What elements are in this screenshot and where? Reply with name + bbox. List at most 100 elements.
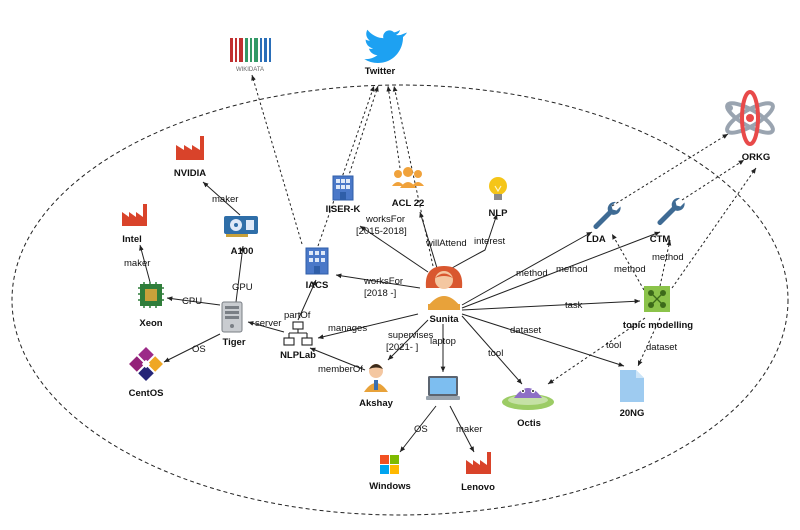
twitter-node: Twitter xyxy=(364,29,408,77)
label-method-2: method xyxy=(556,264,588,275)
lda-node: LDA xyxy=(586,201,621,245)
lightbulb-icon xyxy=(489,177,507,200)
edge-maker-a100 xyxy=(202,181,241,216)
octis-label: Octis xyxy=(517,418,541,429)
edge-lda-orkg xyxy=(611,133,729,207)
edge-topic-orkg xyxy=(671,167,757,289)
alien-ufo-icon xyxy=(502,388,554,410)
centos-label: CentOS xyxy=(129,388,164,399)
sunita-label: Sunita xyxy=(429,314,459,325)
building-icon xyxy=(305,247,329,275)
nlp-label: NLP xyxy=(489,208,509,219)
windows-logo-icon xyxy=(380,455,399,474)
tiger-label: Tiger xyxy=(222,337,245,348)
label-task: task xyxy=(565,300,583,311)
wrench-icon xyxy=(657,197,685,225)
label-willattend: willAttend xyxy=(425,238,467,249)
edge-worksfor-iiser xyxy=(359,225,429,273)
orkg-atom-logo xyxy=(725,90,775,146)
label-tool-1: tool xyxy=(488,348,503,359)
iiser-label: IISER-K xyxy=(326,204,361,215)
akshay-label: Akshay xyxy=(359,398,394,409)
iacs-node: IACS xyxy=(305,247,329,291)
intel-label: Intel xyxy=(122,234,142,245)
label-dataset-1: dataset xyxy=(510,325,542,336)
label-tool-2: tool xyxy=(606,340,621,351)
wrench-icon xyxy=(593,201,621,229)
label-method-3: method xyxy=(614,264,646,275)
edge-tool xyxy=(461,315,523,385)
acl-label: ACL 22 xyxy=(392,198,425,209)
graph-boundary xyxy=(11,84,789,516)
label-cpu: CPU xyxy=(182,296,202,307)
man-avatar-icon xyxy=(364,364,388,392)
factory-icon xyxy=(122,204,147,226)
wikidata-wordmark: WIKIDATA xyxy=(236,67,264,73)
edge-interest xyxy=(451,213,498,269)
edge-dataset xyxy=(461,313,625,367)
building-icon xyxy=(332,175,354,201)
nlplab-label: NLPLab xyxy=(280,350,316,361)
label-dataset-2: dataset xyxy=(646,342,678,353)
edge-method-ctm xyxy=(461,231,661,309)
edge-maker-xeon xyxy=(139,244,151,283)
a100-label: A100 xyxy=(231,246,254,257)
topic-node: topic modelling xyxy=(623,286,693,331)
edge-wikidata xyxy=(251,74,303,245)
ng20-node: 20NG xyxy=(620,370,644,419)
network-icon xyxy=(283,321,313,346)
factory-icon xyxy=(176,136,204,160)
nlp-node: NLP xyxy=(489,177,509,219)
ctm-node: CTM xyxy=(650,197,685,245)
label-worksfor-1-dates: [2015-2018] xyxy=(356,226,407,237)
edge-topic-20ng xyxy=(637,317,661,367)
orkg-node: ORKG xyxy=(725,90,775,163)
edge-gpu xyxy=(235,245,245,303)
edge-sunita-twitter xyxy=(392,85,434,267)
label-gpu: GPU xyxy=(232,282,253,293)
label-worksfor-1: worksFor xyxy=(365,214,405,225)
nvidia-label: NVIDIA xyxy=(174,168,206,179)
label-maker-a100: maker xyxy=(212,194,238,205)
edge-partof xyxy=(297,279,317,321)
edge-server xyxy=(247,321,285,333)
label-os-laptop: OS xyxy=(414,424,428,435)
label-maker-xeon: maker xyxy=(124,258,150,269)
twitter-bird-icon xyxy=(364,29,408,63)
edge-iacs-twitter xyxy=(317,85,375,247)
people-group-icon xyxy=(392,167,424,188)
edge-topic-lda xyxy=(611,233,645,291)
label-supervises-dates: [2021- ] xyxy=(386,342,418,353)
label-worksfor-2-dates: [2018 -] xyxy=(364,288,396,299)
xeon-label: Xeon xyxy=(139,318,162,329)
iacs-label: IACS xyxy=(306,280,329,291)
label-os-tiger: OS xyxy=(192,344,206,355)
windows-node: Windows xyxy=(369,455,411,492)
lenovo-node: Lenovo xyxy=(461,452,495,493)
laptop-icon xyxy=(426,376,460,400)
edge-worksfor-iacs xyxy=(335,273,421,289)
akshay-node: Akshay xyxy=(359,364,394,409)
centos-node: CentOS xyxy=(129,347,164,399)
edge-task xyxy=(461,298,641,311)
label-server: server xyxy=(255,318,281,329)
edge-cpu xyxy=(166,296,221,306)
edge-method-lda xyxy=(461,231,593,306)
factory-icon xyxy=(466,452,491,474)
label-maker-laptop: maker xyxy=(456,424,482,435)
sunita-node: Sunita xyxy=(425,266,463,325)
lenovo-label: Lenovo xyxy=(461,482,495,493)
edge-iiser-twitter xyxy=(347,85,379,179)
server-tower-icon xyxy=(221,301,243,333)
edge-ctm-orkg xyxy=(681,159,745,201)
edge-os-tiger xyxy=(163,333,221,363)
intel-node: Intel xyxy=(122,204,147,245)
label-manages: manages xyxy=(328,323,367,334)
orkg-label: ORKG xyxy=(742,152,771,163)
label-laptop: laptop xyxy=(430,336,456,347)
label-worksfor-2: worksFor xyxy=(363,276,403,287)
label-memberof: memberOf xyxy=(318,364,363,375)
nlplab-node: NLPLab xyxy=(280,321,316,361)
lda-label: LDA xyxy=(586,234,606,245)
centos-logo-icon xyxy=(129,347,163,381)
